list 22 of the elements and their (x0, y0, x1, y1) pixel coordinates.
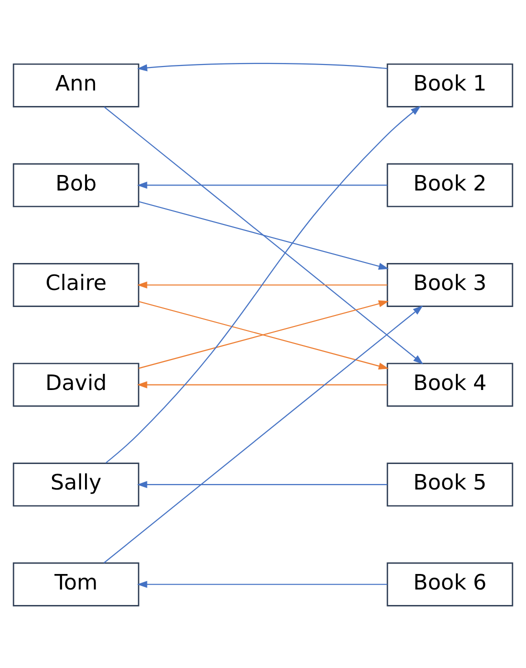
arrow (104, 106, 424, 364)
node-box: Tom (12, 562, 140, 606)
node-box: Book 6 (386, 562, 514, 606)
arrow (137, 580, 388, 588)
arrow (137, 280, 388, 288)
arrow (137, 480, 388, 488)
node-box: Ann (12, 62, 140, 107)
node-box: Book 2 (386, 162, 514, 207)
arrow (137, 380, 388, 388)
node-box: Book 5 (386, 462, 514, 506)
arrow (138, 200, 389, 270)
node-box: Sally (12, 462, 140, 506)
node-box: Book 1 (386, 62, 514, 107)
arrow (137, 181, 388, 188)
arrow (104, 305, 424, 563)
arrow (105, 105, 421, 463)
node-box: Bob (12, 162, 140, 207)
arrow (137, 62, 388, 71)
node-box: Book 3 (386, 262, 514, 306)
node-box: Book 4 (386, 362, 514, 406)
node-box: Claire (12, 262, 140, 306)
node-box: David (12, 362, 140, 406)
